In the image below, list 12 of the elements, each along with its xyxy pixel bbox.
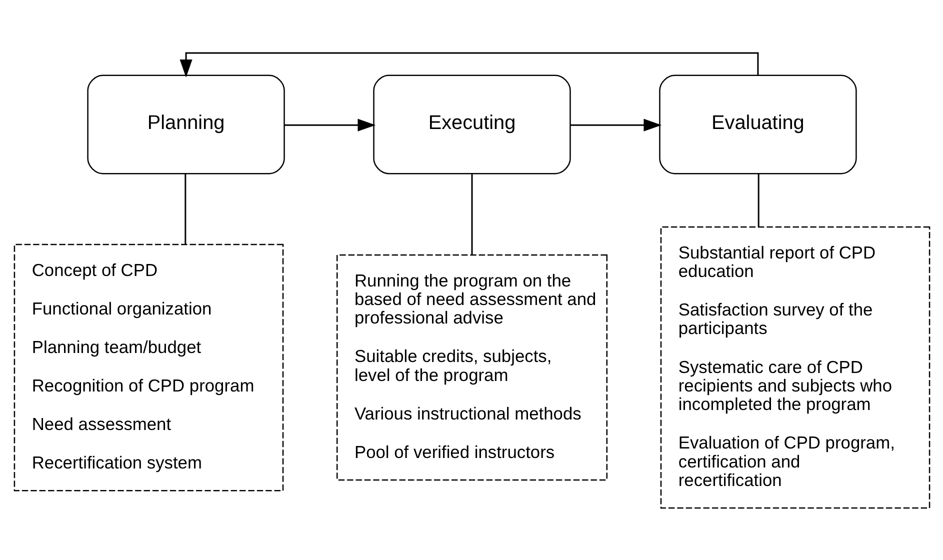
node-box: Substantial report of CPD education Satisfaction survey of the participants Systematic care of CPD recipients and subjects who incompleted the program Evaluation of CPD program, certification and recertification [660, 226, 930, 508]
node-box: Planning [86, 74, 284, 174]
connector [757, 173, 759, 226]
connector [470, 173, 472, 254]
arrow [284, 118, 376, 131]
connector [184, 173, 186, 244]
arrow [179, 52, 758, 77]
node-box: Concept of CPD Functional organization Planning team/budget Recognition of CPD program Need assessment Recertification system [13, 243, 284, 491]
node-box: Evaluating [658, 74, 856, 174]
node-box: Executing [372, 74, 570, 174]
node-box: Running the program on the based of need assessment and professional advise Suitable credits, subjects, level of the program Various instructional methods Pool of verified instructors [336, 254, 608, 480]
arrow [570, 118, 662, 131]
